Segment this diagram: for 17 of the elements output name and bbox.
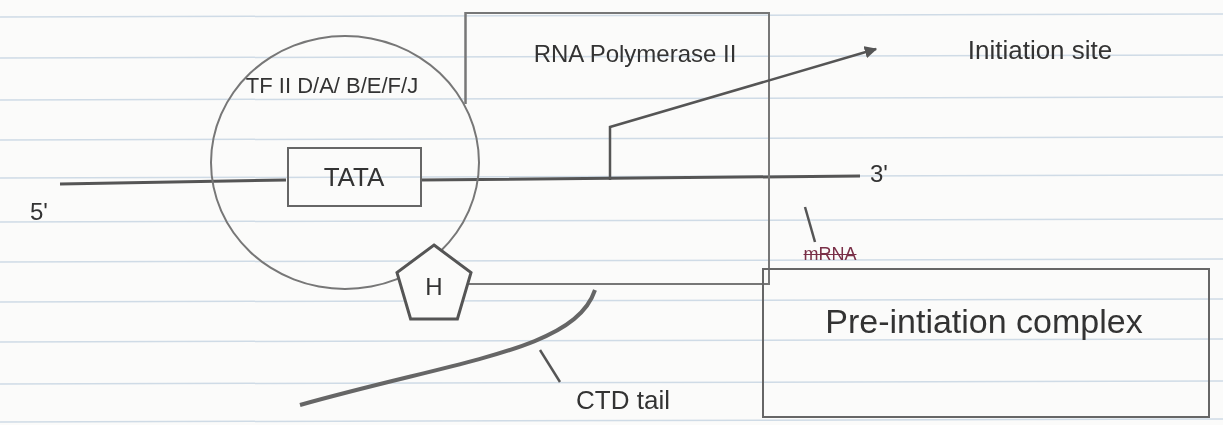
polymerase-label: RNA Polymerase II [532, 40, 738, 68]
complex-label: Pre-intiation complex [824, 302, 1144, 342]
pentagon-shape [395, 243, 473, 321]
tata-box [287, 147, 422, 207]
struck-label: mRNA [802, 244, 858, 265]
tail-label: CTD tail [575, 386, 671, 416]
strand-end-label: 5' [30, 198, 48, 226]
h-label: H [424, 273, 444, 301]
site-label: Initiation site [966, 36, 1114, 66]
polymerase-box [465, 12, 770, 285]
factor-label: TF II D/A/ B/E/F/J [244, 73, 420, 99]
transcription-arrow [608, 46, 878, 180]
leader-line [803, 206, 817, 243]
strand-end-label: 3' [870, 160, 888, 188]
tata-label: TATA [322, 163, 386, 193]
leader-line [538, 349, 562, 383]
complex-box [762, 268, 1210, 418]
